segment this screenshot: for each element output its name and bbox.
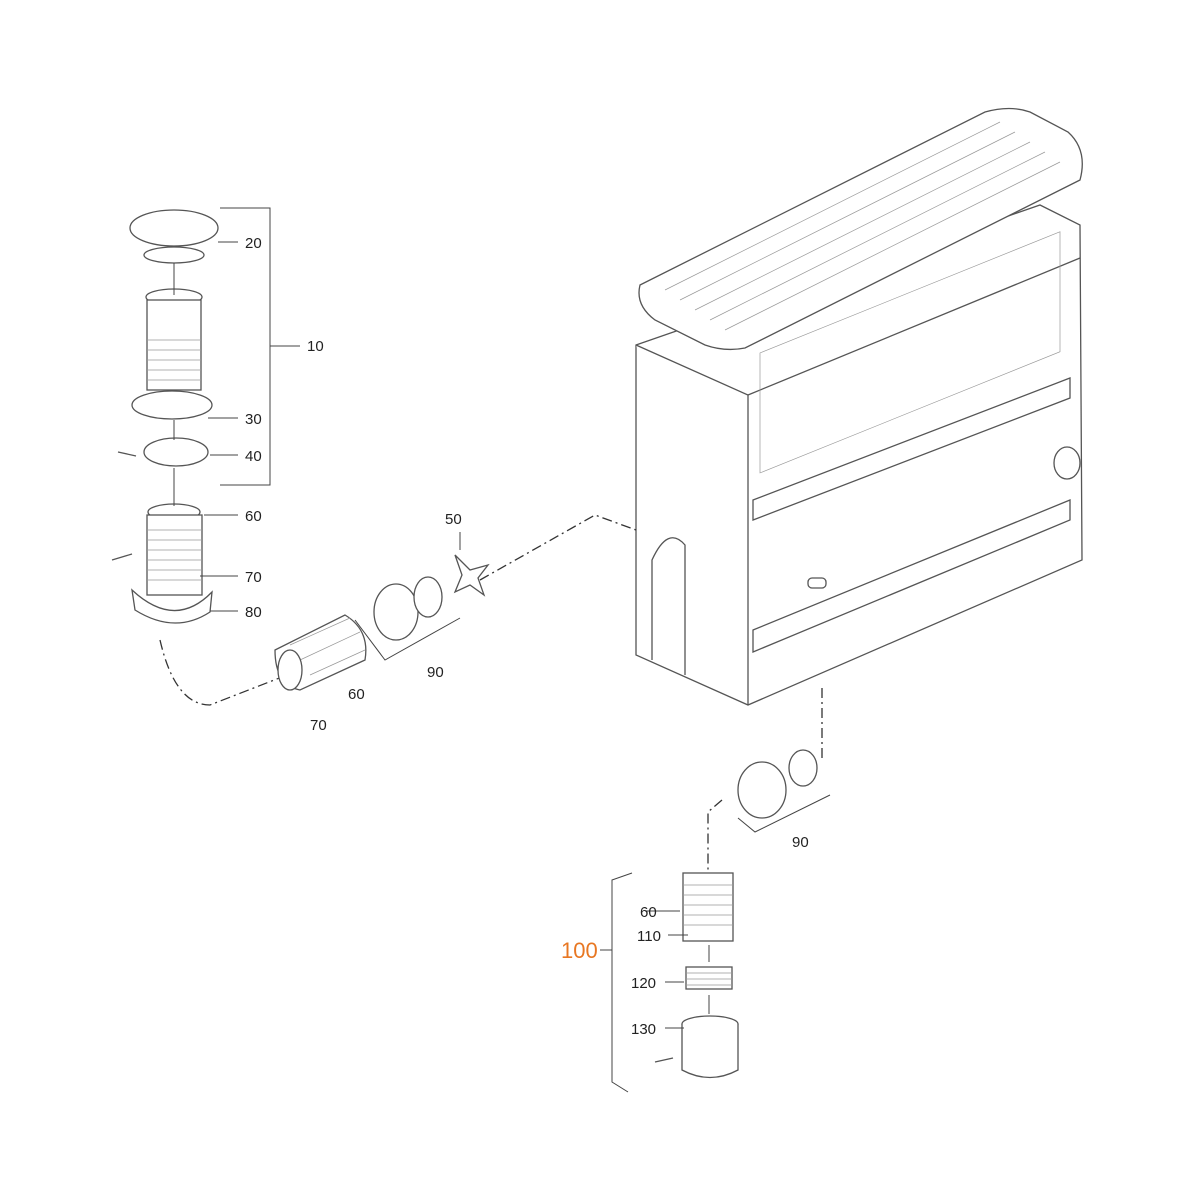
pipe-part-30 [131, 288, 213, 420]
label-60-bottom: 60 [640, 904, 657, 921]
leader-lines [200, 207, 688, 1029]
connection-line-right [707, 688, 823, 870]
pipe-part-60-110 [682, 872, 734, 942]
bracket-100 [611, 872, 633, 1093]
label-60-horizontal: 60 [348, 686, 365, 703]
label-120: 120 [631, 975, 656, 992]
label-70-top: 70 [245, 569, 262, 586]
label-10: 10 [307, 338, 324, 355]
clamp-part-90-left [373, 576, 443, 641]
connection-line-center [479, 514, 637, 581]
label-60-top: 60 [245, 508, 262, 525]
label-110: 110 [637, 928, 661, 945]
pipe-part-60-70-80 [111, 503, 213, 624]
cap-part-20 [129, 209, 219, 264]
ring-part-40 [117, 437, 209, 467]
label-130: 130 [631, 1021, 656, 1038]
label-100-highlighted[interactable]: 100 [561, 938, 598, 963]
bracket-90-right [737, 794, 831, 833]
label-90-right: 90 [792, 834, 809, 851]
label-90-left: 90 [427, 664, 444, 681]
heater-top-grille [638, 107, 1083, 351]
label-70-horizontal: 70 [310, 717, 327, 734]
star-part-50 [453, 554, 490, 597]
label-50: 50 [445, 511, 462, 528]
filter-part-120 [685, 966, 733, 990]
cup-part-130 [654, 1015, 739, 1079]
label-40: 40 [245, 448, 262, 465]
connection-line-left [159, 639, 301, 706]
pipe-part-60-70-horizontal [274, 614, 367, 691]
label-20: 20 [245, 235, 262, 252]
label-30: 30 [245, 411, 262, 428]
bracket-90-left [354, 617, 461, 661]
clamp-part-90-right [737, 749, 818, 819]
label-80: 80 [245, 604, 262, 621]
